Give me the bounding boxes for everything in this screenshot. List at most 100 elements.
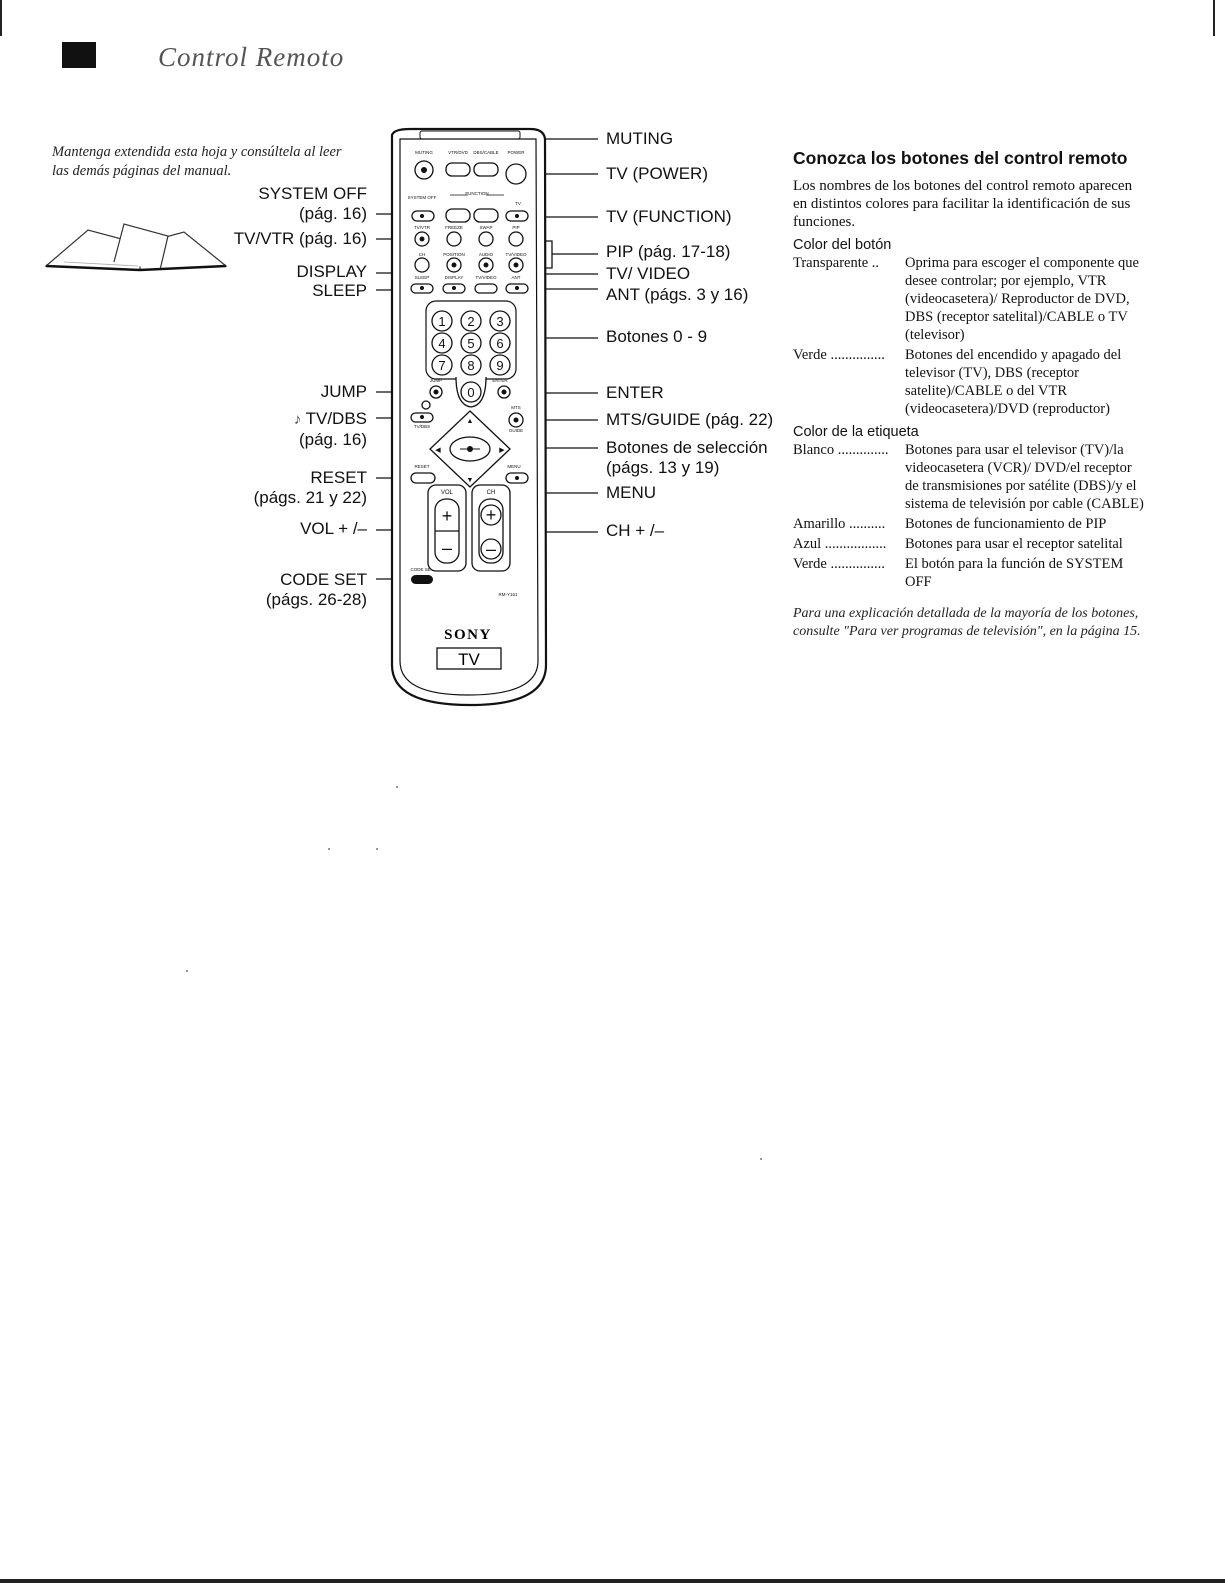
label-ant: ANT [512,275,521,280]
intro-note: Mantenga extendida esta hoja y consúltel… [52,144,342,179]
svg-text:5: 5 [467,336,474,351]
svg-text:4: 4 [438,336,445,351]
callout-muting: MUTING [606,129,674,148]
sony-logo: SONY [444,627,492,643]
section-marker-block [62,42,96,68]
digit-1-button [431,310,453,332]
label-tv-video-2: TV/VIDEO [475,275,497,280]
label-muting: MUTING [415,150,433,155]
svg-text:1: 1 [438,314,445,329]
label-audio: AUDIO [479,252,494,257]
label-tv-video: TV/VIDEO [505,252,527,257]
label-ch-frame: CH [487,490,496,496]
footnote: Para una explicación detallada de la may… [793,606,1141,639]
tv-badge [436,647,502,670]
page-edge-mark [0,0,2,36]
definition-row: Amarillo .......... Botones de funcionam… [793,516,1107,532]
callout-numbers: Botones 0 - 9 [606,327,708,346]
callout-mts-guide: MTS/GUIDE (pág. 22) [606,410,774,429]
digit-7-button [431,354,453,376]
tv-power-button [505,163,527,185]
svg-text:▼: ▼ [467,477,474,484]
svg-text:◀: ◀ [435,447,441,454]
open-book-icon [44,223,228,272]
function-vtr-dvd-button [445,208,471,223]
label-guide: GUIDE [509,428,523,433]
page-edge-mark [1213,0,1215,36]
page-bottom-border [0,1579,1225,1583]
label-pip: PIP [512,225,519,230]
svg-text:8: 8 [467,358,474,373]
ch-minus-button [480,538,502,560]
function-dbs-cable-button [473,208,499,223]
label-model: RM-Y161 [498,592,518,597]
callout-code-set: CODE SET(págs. 26-28) [265,570,367,609]
definition-row: Verde ............... Botones del encend… [793,347,1122,417]
svg-text:0: 0 [467,385,474,400]
ch-plus-button [480,504,502,526]
callout-jump: JUMP [320,382,367,401]
definition-row: Blanco .............. Botones para usar … [793,442,1144,512]
callout-tv-video: TV/ VIDEO [606,264,691,283]
label-menu: MENU [507,464,520,469]
svg-text:▲: ▲ [467,418,474,425]
dbs-cable-button [473,162,499,177]
label-tv-vtr: TV/VTR [414,225,431,230]
svg-text:+: + [486,505,497,525]
pip-button [508,231,524,247]
label-mts: MTS [511,405,521,410]
digit-2-button [460,310,482,332]
digit-4-button [431,332,453,354]
label-code-set: CODE SET [410,567,433,572]
label-reset: RESET [414,464,429,469]
digit-0-button [460,381,482,403]
label-freeze: FREEZE [445,225,463,230]
callout-selection: Botones de selección(págs. 13 y 19) [606,438,768,477]
code-set-button [411,575,433,584]
label-system-off: SYSTEM OFF [408,195,437,200]
reset-button [410,472,436,484]
callout-reset: RESET(págs. 21 y 22) [253,468,367,507]
label-vtr-dvd: VTR/DVD [448,150,469,155]
label-display: DISPLAY [445,275,464,280]
label-power: POWER [507,150,525,155]
digit-5-button [460,332,482,354]
label-color-heading: Color de la etiqueta [793,424,919,440]
svg-text:–: – [486,539,496,559]
label-sleep: SLEEP [415,275,430,280]
ch-button [414,257,430,273]
tv-badge-text: TV [458,650,480,669]
digit-3-button [489,310,511,332]
label-jump: JUMP [430,378,442,383]
callout-menu: MENU [606,483,657,502]
definition-row: Azul ................. Botones para usar… [793,536,1123,552]
scan-speck [396,786,398,788]
scan-speck [186,970,188,972]
callout-tv-power: TV (POWER) [606,164,708,183]
digit-8-button [460,354,482,376]
dbs-icon: ♪ [293,411,306,428]
label-swap: SWAP [479,225,492,230]
callout-sleep: SLEEP [312,281,367,300]
callout-system-off: SYSTEM OFF(pág. 16) [258,184,367,223]
dbs-symbol [421,400,431,410]
label-vol: VOL [441,490,454,496]
callout-vol: VOL + /– [300,519,367,538]
swap-button [478,231,494,247]
tv-video-small-button [474,283,498,294]
freeze-button [446,231,462,247]
page-title: Control Remoto [158,42,345,72]
scan-speck [760,1158,762,1160]
svg-text:9: 9 [496,358,503,373]
label-tv: TV [515,201,521,206]
svg-text:6: 6 [496,336,503,351]
svg-text:7: 7 [438,358,445,373]
label-tv-dbs: TV/DBS [414,424,430,429]
section-title: Conozca los botones del control remoto [793,148,1128,168]
scan-speck [328,848,330,850]
callout-tv-vtr: TV/VTR (pág. 16) [233,229,367,248]
scan-speck [376,848,378,850]
callout-pip: PIP (pág. 17-18) [606,242,731,261]
section-intro: Los nombres de los botones del control r… [793,178,1133,230]
svg-text:–: – [442,538,452,558]
